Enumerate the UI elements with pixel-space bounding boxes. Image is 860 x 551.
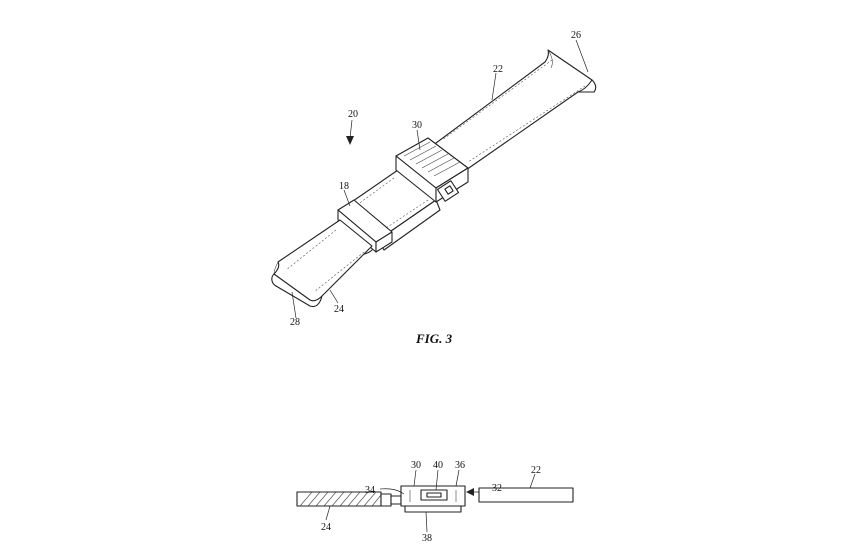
leader-30 — [416, 129, 421, 151]
upper-strap — [431, 49, 597, 171]
fig4-side-view: 30 40 36 34 32 22 24 38 — [296, 460, 574, 544]
lower-strap — [271, 219, 373, 308]
fig3-band-assembly: 26 22 20 30 18 24 28 FIG. 3 — [271, 30, 597, 346]
leader-28 — [291, 291, 297, 319]
leader-f4-38 — [425, 511, 428, 533]
ref-f4-38: 38 — [422, 533, 432, 544]
ref-24: 24 — [334, 304, 344, 315]
ref-f4-32: 32 — [492, 483, 502, 494]
ref-20: 20 — [348, 109, 358, 120]
ref-f4-24: 24 — [321, 522, 331, 533]
leader-24 — [329, 289, 339, 304]
leader-18 — [343, 189, 351, 207]
ref-f4-36: 36 — [455, 460, 465, 471]
left-band — [296, 491, 402, 507]
ref-f4-34: 34 — [365, 485, 375, 496]
ref-f4-40: 40 — [433, 460, 443, 471]
leader-26 — [575, 39, 589, 73]
ref-18: 18 — [339, 181, 349, 192]
leader-f4-24 — [325, 505, 331, 521]
right-band — [478, 487, 574, 503]
arrow-20-head — [346, 136, 354, 145]
ref-28: 28 — [290, 317, 300, 328]
fig3-caption: FIG. 3 — [415, 331, 453, 346]
housing — [395, 137, 469, 203]
leader-f4-40 — [435, 469, 439, 491]
ref-22: 22 — [493, 64, 503, 75]
leader-22 — [491, 72, 497, 101]
ref-f4-30: 30 — [411, 460, 421, 471]
leader-20 — [349, 119, 353, 139]
ref-30: 30 — [412, 120, 422, 131]
housing-block — [400, 485, 466, 513]
ref-26: 26 — [571, 30, 581, 41]
leader-f4-30 — [413, 469, 417, 487]
leader-f4-22 — [529, 473, 536, 489]
leader-f4-36 — [455, 469, 460, 487]
leader-f4-34 — [379, 488, 405, 495]
ref-f4-22: 22 — [531, 465, 541, 476]
